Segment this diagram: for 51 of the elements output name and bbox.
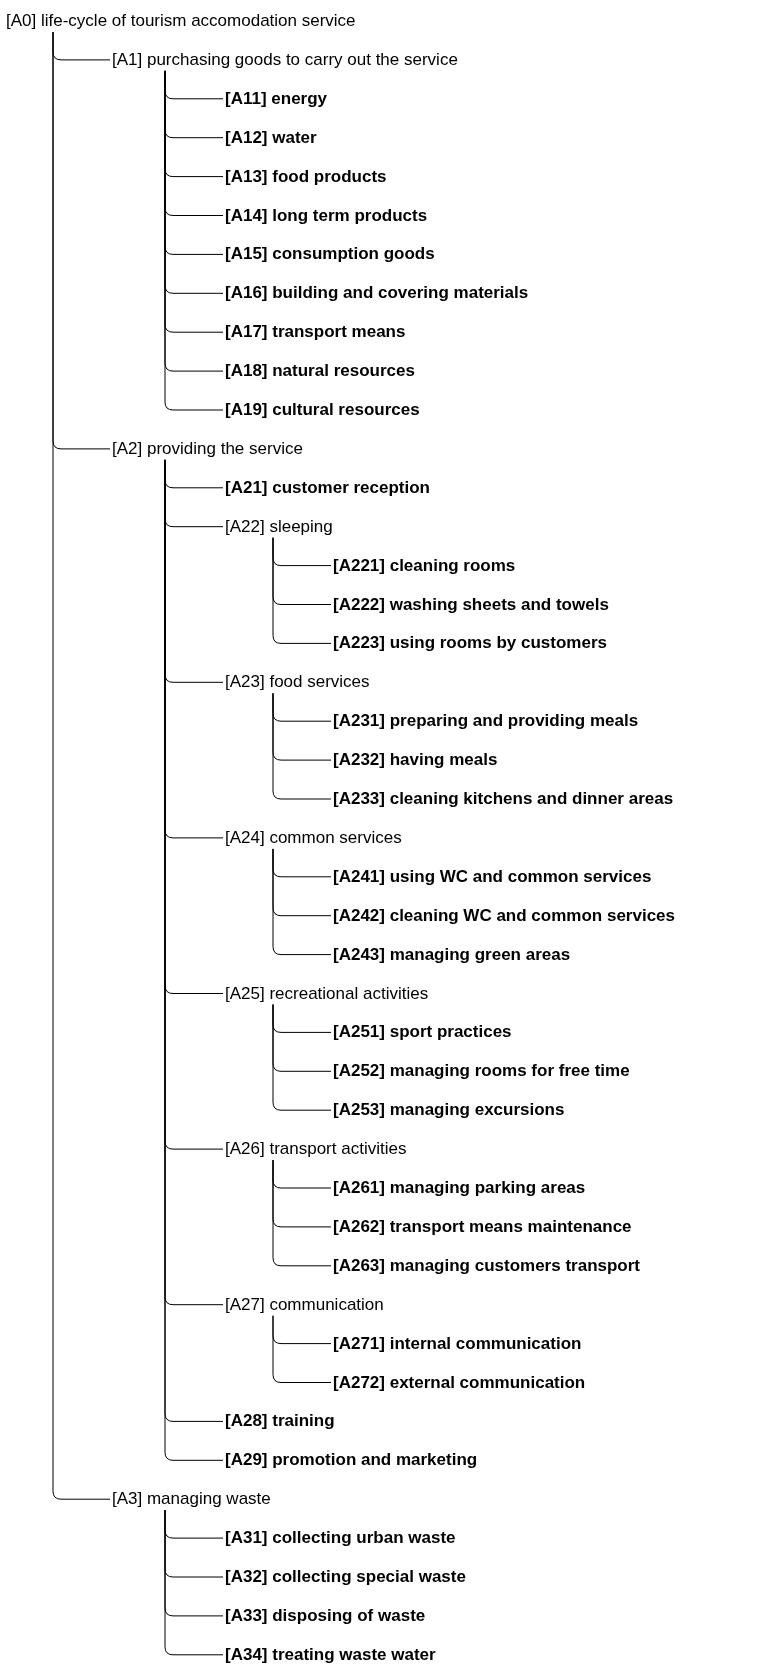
tree-connector: [272, 1159, 332, 1267]
tree-item-label: [A22] sleeping: [225, 515, 333, 538]
tree-item-label: [A19] cultural resources: [225, 399, 420, 421]
tree-item-label: [A26] transport activities: [225, 1138, 407, 1161]
tree-item-label: [A27] communication: [225, 1293, 384, 1316]
tree-item-label: [A0] life-cycle of tourism accomodation service: [6, 10, 356, 32]
tree-connector: [272, 1315, 332, 1383]
tree-item-label: [A241] using WC and common services: [333, 865, 652, 888]
tree-connector: [272, 1004, 332, 1111]
tree-item-label: [A31] collecting urban waste: [225, 1527, 456, 1550]
tree-item-label: [A242] cleaning WC and common services: [333, 904, 675, 927]
tree-item-label: [A231] preparing and providing meals: [333, 710, 639, 733]
tree-item-label: [A222] washing sheets and towels: [333, 593, 609, 616]
tree-connector: [272, 848, 332, 956]
tree-item-label: [A243] managing green areas: [333, 943, 571, 966]
tree-item-label: [A28] training: [225, 1410, 335, 1433]
tree-item-label: [A262] transport means maintenance: [333, 1215, 632, 1238]
tree-item-label: [A252] managing rooms for free time: [333, 1060, 630, 1083]
tree-item-label: [A233] cleaning kitchens and dinner areas: [333, 788, 674, 810]
tree-item-label: [A272] external communication: [333, 1371, 586, 1394]
tree-connector: [272, 537, 332, 644]
tree-item-label: [A16] building and covering materials: [225, 282, 529, 305]
tree-item-label: [A32] collecting special waste: [225, 1566, 466, 1588]
tree-item-label: [A29] promotion and marketing: [225, 1449, 478, 1472]
tree-item-label: [A3] managing waste: [112, 1488, 271, 1511]
tree-item-label: [A2] providing the service: [112, 437, 303, 460]
tree-item-label: [A33] disposing of waste: [225, 1604, 426, 1627]
tree-item-label: [A1] purchasing goods to carry out the service: [112, 48, 458, 71]
tree-item-label: [A263] managing customers transport: [333, 1254, 640, 1277]
tree-connector: [52, 31, 111, 1500]
tree-item-label: [A13] food products: [225, 165, 387, 188]
tree-item-label: [A23] food services: [225, 671, 370, 694]
tree-item-label: [A25] recreational activities: [225, 982, 429, 1005]
tree-item-label: [A12] water: [225, 126, 317, 149]
tree-item-label: [A18] natural resources: [225, 360, 415, 383]
tree-connector: [272, 692, 332, 800]
tree-item-label: [A11] energy: [225, 87, 328, 110]
tree-item-label: [A17] transport means: [225, 321, 406, 344]
tree-item-label: [A261] managing parking areas: [333, 1177, 586, 1199]
tree-item-label: [A271] internal communication: [333, 1332, 582, 1355]
tree-item-label: [A14] long term products: [225, 204, 428, 227]
tree-item-label: [A34] treating waste water: [225, 1643, 436, 1666]
tree-item-label: [A15] consumption goods: [225, 243, 435, 266]
tree-item-label: [A232] having meals: [333, 749, 498, 772]
tree-item-label: [A21] customer reception: [225, 476, 430, 499]
tree-item-label: [A251] sport practices: [333, 1021, 512, 1044]
tree-item-label: [A24] common services: [225, 826, 402, 849]
tree-item-label: [A223] using rooms by customers: [333, 632, 607, 655]
tree-connector: [164, 1509, 224, 1656]
tree-item-label: [A253] managing excursions: [333, 1099, 565, 1122]
tree-item-label: [A221] cleaning rooms: [333, 554, 516, 577]
